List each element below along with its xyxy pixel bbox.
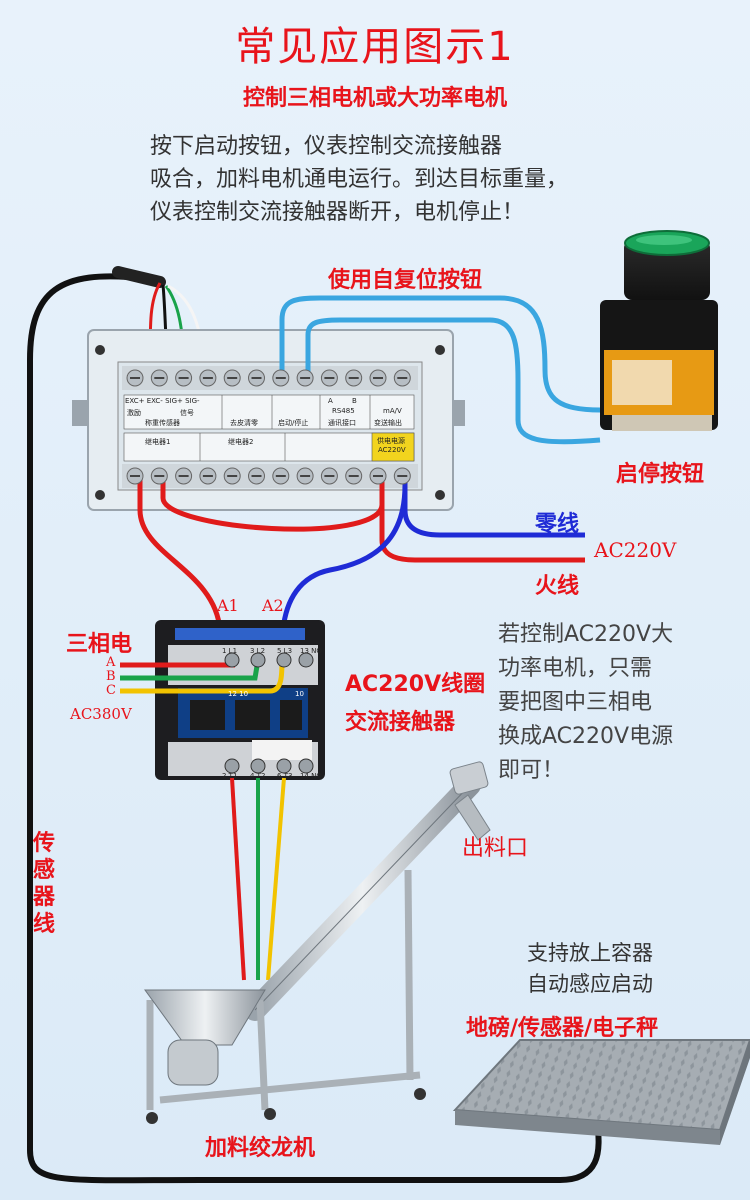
contactor-mark-t2: 4 T2: [250, 772, 266, 780]
terminal-exc-minus: EXC-: [146, 397, 163, 405]
contactor-mark-l2: 3 L2: [250, 647, 266, 655]
button-wire-2: [305, 317, 601, 445]
controller-label-analog-unit: mA/V: [383, 407, 402, 415]
controller-label-excitation: 激励: [127, 409, 141, 417]
label-live-wire: 火线: [535, 574, 580, 599]
controller-label-signal: 信号: [180, 409, 194, 417]
label-sensor-wire: 传感器线: [33, 831, 56, 937]
label-ac220v: AC220V: [594, 538, 677, 562]
terminal-exc-plus: EXC+: [125, 397, 145, 405]
controller-label-tare: 去皮清零: [230, 419, 258, 427]
coil-a1-wire: [137, 480, 223, 631]
container-note-2: 自动感应启动: [527, 972, 653, 996]
controller-label-power-v: AC220V: [378, 446, 406, 454]
coil-a2-wire: [280, 484, 408, 631]
contactor-mark-l1: 1 L1: [222, 647, 238, 655]
button-wire-1: [279, 295, 601, 413]
note-line-2: 功率电机，只需: [498, 656, 653, 681]
sensor-cable: [27, 273, 602, 1184]
note-line-1: 若控制AC220V大: [498, 622, 674, 647]
platform-scale: [452, 1039, 750, 1145]
contactor-mark-mid2: 10: [295, 690, 304, 698]
label-a2: A2: [262, 596, 284, 615]
motor-wire-yellow: [266, 777, 286, 981]
controller-label-start-stop: 启动/停止: [278, 419, 309, 427]
contactor-terminal-screw: [298, 758, 314, 774]
controller-top-label-group: EXC+ EXC- SIG+ SIG-: [125, 397, 220, 405]
page-title: 常见应用图示1: [235, 24, 515, 70]
container-note-1: 支持放上容器: [527, 941, 653, 965]
description: 按下启动按钮，仪表控制交流接触器 吸合，加料电机通电运行。到达目标重量， 仪表控…: [150, 130, 710, 229]
controller-label-relay1: 继电器1: [145, 438, 171, 446]
contactor-terminal-screw: [298, 652, 314, 668]
note-line-3: 要把图中三相电: [498, 690, 653, 715]
description-line-1: 按下启动按钮，仪表控制交流接触器: [150, 134, 503, 159]
ac-contactor: [155, 620, 325, 780]
top-terminal-row: [122, 366, 418, 390]
bottom-terminal-row: [122, 464, 418, 488]
label-feeder: 加料绞龙机: [205, 1136, 316, 1161]
contactor-mark-mid1: 12 10: [228, 690, 249, 698]
label-outlet: 出料口: [462, 836, 529, 861]
contactor-mark-l3: 5 L3: [277, 647, 293, 655]
sensor-cable-end: [112, 266, 166, 288]
motor-wire-red: [230, 777, 246, 981]
controller-label-comm: 通讯接口: [328, 419, 356, 427]
label-reset-button: 使用自复位按钮: [328, 268, 483, 293]
label-phase-a: A: [106, 655, 116, 670]
label-three-phase: 三相电: [66, 632, 133, 657]
label-start-stop-button: 启停按钮: [616, 462, 705, 487]
contactor-terminal-screw: [276, 652, 292, 668]
label-scale-types: 地磅/传感器/电子秤: [466, 1016, 659, 1041]
contactor-mark-t1: 2 T1: [222, 772, 238, 780]
controller-label-rs485: RS485: [332, 407, 355, 415]
screw-feeder-machine: [144, 761, 491, 1124]
label-ac380v: AC380V: [70, 705, 132, 723]
start-stop-push-button: [600, 230, 718, 431]
label-phase-b: B: [106, 669, 116, 684]
page-subtitle: 控制三相电机或大功率电机: [242, 86, 507, 111]
terminal-sig-minus: SIG-: [185, 397, 200, 405]
label-coil: AC220V线圈: [345, 672, 486, 697]
contactor-terminal-screw: [276, 758, 292, 774]
controller-label-ab-a: A: [328, 397, 333, 405]
contactor-mark-t3: 6 T3: [277, 772, 293, 780]
relay-jumper-wire: [160, 480, 385, 532]
controller-label-power: 供电电源: [377, 437, 405, 445]
controller-label-relay2: 继电器2: [228, 438, 254, 446]
label-contactor: 交流接触器: [345, 710, 456, 735]
contactor-terminal-screw: [224, 652, 240, 668]
label-phase-c: C: [106, 683, 116, 698]
contactor-mark-no13: 13 NO: [300, 647, 322, 655]
note-text: 若控制AC220V大 功率电机，只需 要把图中三相电 换成AC220V电源 即可…: [498, 618, 728, 788]
controller-label-ab-b: B: [352, 397, 357, 405]
note-line-4: 换成AC220V电源: [498, 724, 674, 749]
description-line-3: 仪表控制交流接触器断开，电机停止！: [150, 200, 525, 225]
note-line-5: 即可！: [498, 758, 565, 783]
label-neutral-wire: 零线: [535, 512, 580, 537]
terminal-sig-plus: SIG+: [165, 397, 183, 405]
contactor-mark-no14: 14 NO: [300, 772, 322, 780]
label-a1: A1: [217, 596, 239, 615]
contactor-terminal-screw: [250, 758, 266, 774]
contactor-terminal-screw: [250, 652, 266, 668]
contactor-terminal-screw: [224, 758, 240, 774]
description-line-2: 吸合，加料电机通电运行。到达目标重量，: [150, 167, 569, 192]
controller-label-load-cell: 称重传感器: [145, 419, 180, 427]
controller-label-analog-out: 变送输出: [374, 419, 402, 427]
live-wire: [379, 480, 585, 563]
